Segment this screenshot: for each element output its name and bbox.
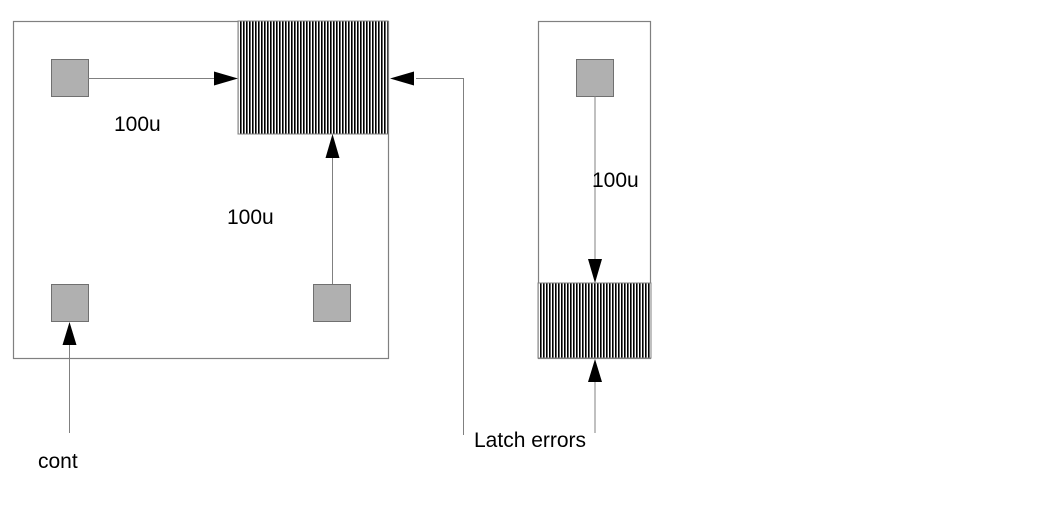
latch-block-right xyxy=(537,282,652,359)
label-latch-errors: Latch errors xyxy=(474,429,586,452)
label-top-distance: 100u xyxy=(114,113,161,136)
arrowhead-up-icon xyxy=(325,134,340,158)
pad-top-left xyxy=(51,59,89,97)
arrowhead-down-icon xyxy=(588,259,602,283)
label-right-distance: 100u xyxy=(592,169,639,192)
arrowhead-up-right-icon xyxy=(588,359,602,382)
arrowhead-right-icon xyxy=(214,71,238,86)
left-cell-frame xyxy=(12,20,390,360)
latch-block-left xyxy=(237,20,389,135)
pad-bottom-right xyxy=(313,284,351,322)
pad-bottom-left xyxy=(51,284,89,322)
label-vertical-distance: 100u xyxy=(227,206,274,229)
pad-right-top xyxy=(576,59,614,97)
arrowhead-left-icon xyxy=(390,71,414,86)
label-cont: cont xyxy=(38,450,78,473)
latch-errors-line xyxy=(416,78,464,435)
arrowhead-up-cont-icon xyxy=(62,322,77,345)
